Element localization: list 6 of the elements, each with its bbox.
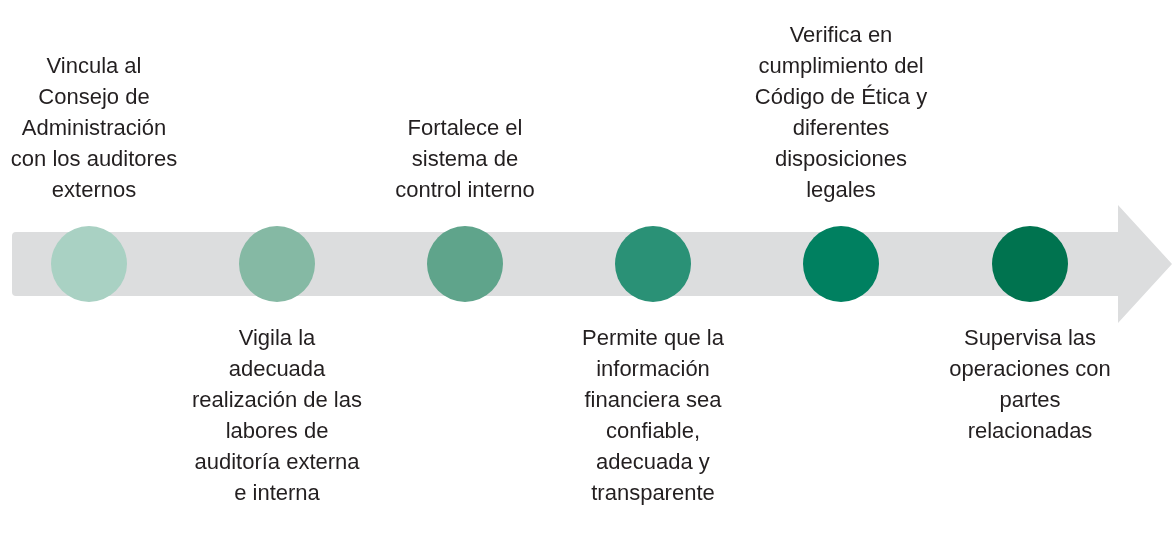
milestone-text: Verifica en cumplimiento del Código de Ética y diferentes disposiciones legales [753,21,929,204]
milestone-text: Fortalece el sistema de control interno [394,114,536,204]
milestone-text: Vincula al Consejo de Administración con los auditores externos [9,52,179,204]
milestone-text: Supervisa las operaciones con partes relacionadas [948,324,1112,445]
milestone-text: Permite que la información financiera sea confiable, adecuada y transparente [581,324,725,507]
milestone-text: Vigila la adecuada realización de las labores de auditoría externa e interna [191,324,363,507]
